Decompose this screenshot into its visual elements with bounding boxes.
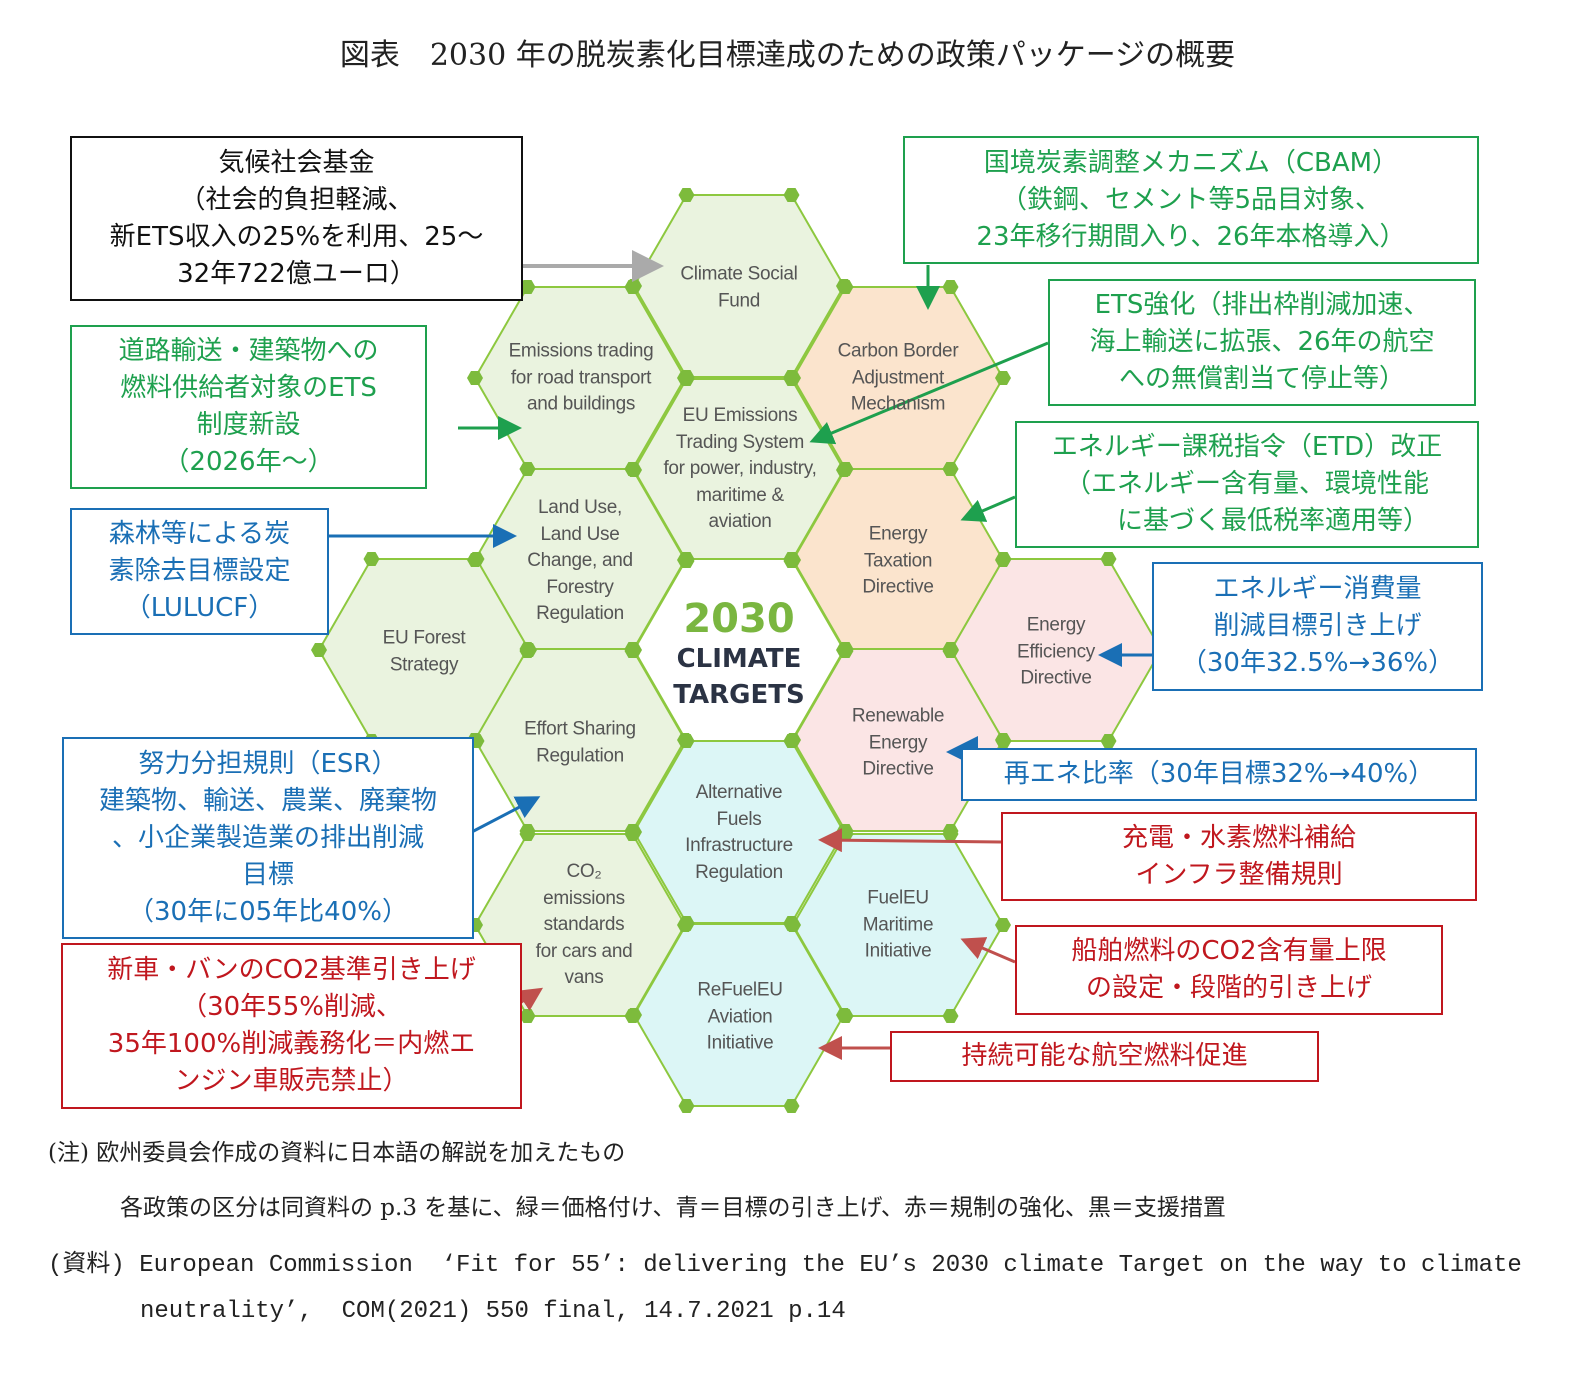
hex-label-red: Renewable Energy Directive xyxy=(851,705,945,780)
hex-label-fueleu: FuelEU Maritime Initiative xyxy=(862,887,934,962)
hexagon-node xyxy=(942,462,959,476)
hexagon-node xyxy=(942,642,959,656)
callout-refueleu: 持続可能な航空燃料促進 xyxy=(890,1031,1319,1082)
hexagon-node xyxy=(783,552,800,566)
callout-cars: 新車・バンのCO2基準引き上げ （30年55%削減、 35年100%削減義務化＝… xyxy=(61,943,522,1109)
hexagon-node xyxy=(1100,734,1117,748)
hexagon-node xyxy=(783,188,800,202)
callout-road-ets: 道路輸送・建築物への 燃料供給者対象のETS 制度新設 （2026年～） xyxy=(70,325,427,489)
note-1: (注) 欧州委員会作成の資料に日本語の解説を加えたもの xyxy=(48,1140,626,1166)
hexagon-node xyxy=(995,733,1011,747)
hexagon-node xyxy=(995,371,1011,385)
center-line2: TARGETS xyxy=(673,680,805,710)
hexagon-node xyxy=(942,827,959,841)
callout-esr: 努力分担規則（ESR） 建築物、輸送、農業、廃棄物 、小企業製造業の排出削減 目… xyxy=(62,737,474,939)
arrow-fueleu xyxy=(960,937,1016,964)
callout-etd: エネルギー課税指令（ETD）改正 （エネルギー含有量、環境性能 に基づく最低税率… xyxy=(1015,421,1479,548)
arrow-esr xyxy=(465,796,541,837)
hexagon-node xyxy=(363,552,380,566)
hexagon-node xyxy=(678,734,695,748)
source-line-1: (資料) European Commission ‘Fit for 55’: d… xyxy=(48,1252,1522,1279)
hex-label-road-ets: Emissions trading for road transport and… xyxy=(508,340,654,415)
hexagon-node xyxy=(995,918,1011,932)
hexagon-node xyxy=(678,1099,695,1113)
hexagon-node xyxy=(837,280,854,294)
hexagon-node xyxy=(942,1009,959,1023)
hexagon-node xyxy=(311,643,327,657)
callout-ets: ETS強化（排出枠削減加速、 海上輸送に拡張、26年の航空 への無償割当て停止等… xyxy=(1048,279,1476,406)
hex-label-eed: Energy Efficiency Directive xyxy=(1017,614,1095,689)
hexagon-node xyxy=(468,552,485,566)
hexagon-node xyxy=(626,1008,642,1022)
hexagon-node xyxy=(942,280,959,294)
hexagon-node xyxy=(519,827,536,841)
note-2: 各政策の区分は同資料の p.3 を基に、緑＝価格付け、青＝目標の引き上げ、赤＝規… xyxy=(120,1195,1226,1221)
hexagon-node xyxy=(519,642,536,656)
callout-climate-social-fund: 気候社会基金 （社会的負担軽減、 新ETS収入の25%を利用、25～ 32年72… xyxy=(70,136,523,301)
callout-red: 再エネ比率（30年目標32%→40%） xyxy=(961,748,1477,801)
arrow-ets xyxy=(809,341,1049,445)
hexagon-node xyxy=(678,372,695,386)
hex-label-esr: Effort Sharing Regulation xyxy=(524,718,636,767)
callout-fueleu: 船舶燃料のCO2含有量上限 の設定・段階的引き上げ xyxy=(1015,925,1443,1015)
callout-eed: エネルギー消費量 削減目標引き上げ （30年32.5%→36%） xyxy=(1152,562,1483,691)
hexagon-node xyxy=(678,552,695,566)
hex-label-etd: Energy Taxation Directive xyxy=(862,523,934,598)
hexagon-node xyxy=(467,371,483,385)
hex-label-eu-forest: EU Forest Strategy xyxy=(382,627,466,676)
hex-label-climate-social-fund: Climate Social Fund xyxy=(680,263,798,312)
hex-label-co2-cars: CO₂ emissions standards for cars and van… xyxy=(535,860,633,988)
hexagon-node xyxy=(519,1009,536,1023)
hexagon-node xyxy=(519,462,536,476)
hexagon-node xyxy=(783,734,800,748)
hexagon-node xyxy=(1100,552,1117,566)
hexagon-node xyxy=(836,643,852,657)
hexagon-node xyxy=(626,643,642,657)
hexagon-node xyxy=(783,372,800,386)
hex-label-cbam: Carbon Border Adjustment Mechanism xyxy=(837,340,959,415)
hexagon-node xyxy=(678,917,695,931)
hexagon-node xyxy=(995,552,1012,566)
center-line1: CLIMATE xyxy=(676,644,802,674)
arrow-etd xyxy=(960,495,1016,522)
hex-label-refueleu: ReFuelEU Aviation Initiative xyxy=(697,979,783,1054)
hexagon-node xyxy=(783,917,800,931)
callout-cbam: 国境炭素調整メカニズム（CBAM） （鉄鋼、セメント等5品目対象、 23年移行期… xyxy=(903,136,1479,264)
climate-targets-center: 2030 CLIMATE TARGETS xyxy=(673,597,804,713)
arrow-afir xyxy=(818,828,1002,853)
hexagon-node xyxy=(836,1008,852,1022)
hexagon-node xyxy=(783,1099,800,1113)
hexagon-node xyxy=(624,827,641,841)
callout-lulucf: 森林等による炭 素除去目標設定 （LULUCF） xyxy=(70,508,329,635)
hex-label-eu-ets: EU Emissions Trading System for power, i… xyxy=(663,404,817,532)
source-line-2: neutrality’, COM(2021) 550 final, 14.7.2… xyxy=(140,1298,846,1325)
center-year: 2030 xyxy=(683,596,795,642)
hex-label-lulucf: Land Use, Land Use Change, and Forestry … xyxy=(527,496,633,624)
hexagon-node xyxy=(624,280,641,294)
hex-label-afir: Alternative Fuels Infrastructure Regulat… xyxy=(685,782,793,883)
hexagon-node xyxy=(837,462,854,476)
callout-afir: 充電・水素燃料補給 インフラ整備規則 xyxy=(1001,812,1477,901)
hexagon-node xyxy=(678,188,695,202)
hexagon-node xyxy=(519,280,536,294)
hexagon-node xyxy=(624,462,641,476)
figure-title: 図表 2030 年の脱炭素化目標達成のための政策パッケージの概要 xyxy=(339,38,1236,73)
